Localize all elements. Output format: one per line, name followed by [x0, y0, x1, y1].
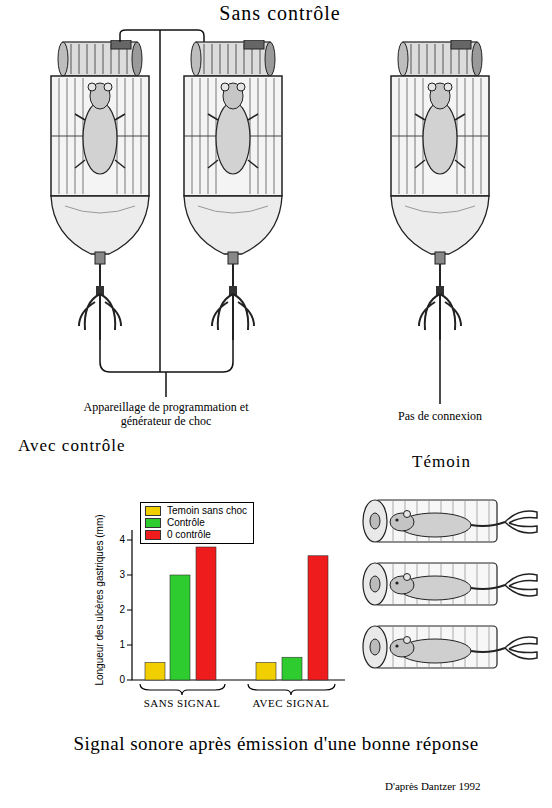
group-brace	[140, 684, 225, 695]
bar	[145, 663, 165, 681]
group-label: AVEC SIGNAL	[252, 697, 329, 710]
bar	[308, 556, 328, 680]
bar	[282, 657, 302, 680]
bar	[170, 575, 190, 680]
legend-swatch	[145, 506, 161, 516]
axis-ticks	[127, 540, 132, 680]
group-brace	[248, 684, 335, 695]
tick-label: 4	[119, 534, 125, 546]
caption: Signal sonore après émission d'une bonne…	[73, 733, 478, 755]
wire	[100, 340, 233, 372]
legend-text: Contrôle	[167, 517, 205, 529]
heading: Sans contrôle	[219, 2, 340, 25]
wire	[159, 30, 161, 372]
restraint-tube	[363, 626, 537, 668]
device-label: Appareillage de programmation et générat…	[61, 401, 271, 429]
legend-swatch	[145, 530, 161, 540]
bar	[196, 547, 216, 680]
legend-text: Temoin sans choc	[167, 505, 247, 517]
bar-group	[145, 547, 328, 680]
bar	[256, 663, 276, 681]
shock-apparatus	[391, 40, 489, 340]
tick-label: 0	[119, 674, 125, 686]
legend-text: 0 contrôle	[167, 529, 211, 541]
wire	[165, 372, 167, 397]
note-label: Pas de connexion	[398, 410, 482, 424]
restraint-tube	[363, 563, 537, 605]
group-label: SANS SIGNAL	[144, 697, 221, 710]
restraint-tube	[363, 500, 537, 542]
shock-apparatus	[184, 40, 282, 340]
legend-row: 0 contrôle	[145, 529, 247, 541]
source-note: D'après Dantzer 1992	[385, 780, 480, 793]
chart-legend: Temoin sans chocContrôle0 contrôle	[140, 502, 254, 544]
wire	[439, 340, 441, 404]
legend-row: Temoin sans choc	[145, 505, 247, 517]
wire	[120, 30, 204, 42]
chart-axes	[132, 530, 345, 680]
tick-label: 2	[119, 604, 125, 616]
shock-apparatus	[51, 40, 149, 340]
tick-label: 3	[119, 569, 125, 581]
legend-row: Contrôle	[145, 517, 247, 529]
axis-title: Longueur des ulcères gastriques (mm)	[94, 514, 106, 685]
section-label: Témoin	[412, 452, 471, 472]
section-label: Avec contrôle	[18, 436, 126, 456]
tick-label: 1	[119, 639, 125, 651]
legend-swatch	[145, 518, 161, 528]
